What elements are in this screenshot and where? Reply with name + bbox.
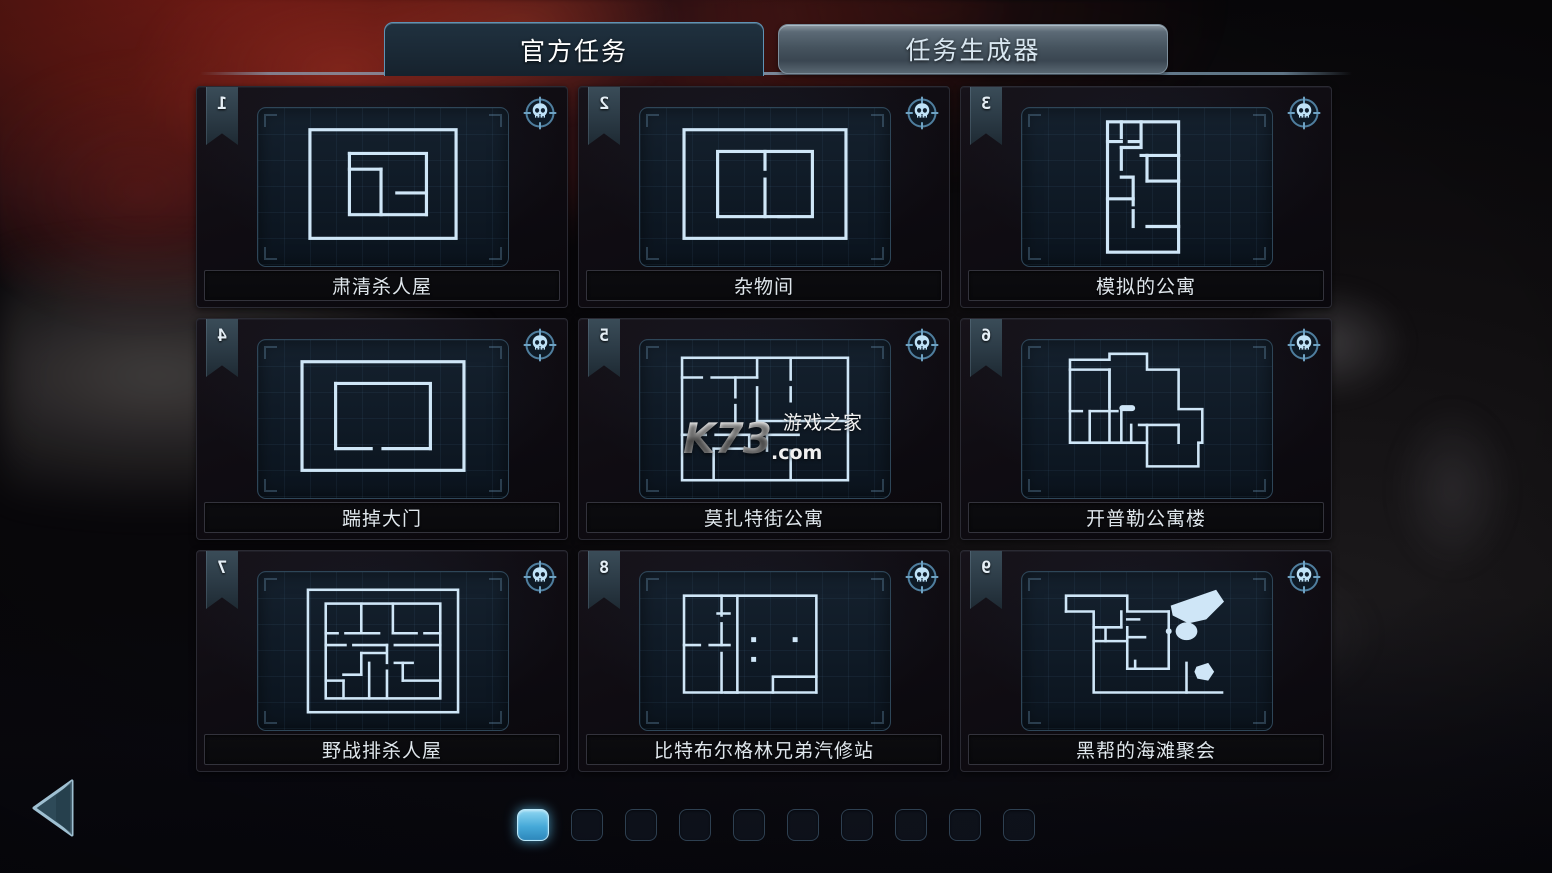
mission-number: 1 bbox=[217, 94, 228, 114]
skull-reticle-icon bbox=[1287, 560, 1321, 594]
mission-title: 黑帮的海滩聚会 bbox=[968, 734, 1324, 765]
thumbnail-grid-lines bbox=[258, 572, 508, 730]
skull-reticle-icon bbox=[1287, 96, 1321, 130]
mission-card-6[interactable]: 6 bbox=[960, 318, 1332, 540]
mission-number-badge: 8 bbox=[588, 551, 620, 609]
pagination-dot-8[interactable] bbox=[895, 809, 927, 841]
mission-thumbnail bbox=[639, 107, 891, 267]
pagination-dot-2[interactable] bbox=[571, 809, 603, 841]
skull-reticle-icon bbox=[523, 560, 557, 594]
skull-reticle-icon bbox=[905, 328, 939, 362]
tab-bar: 官方任务 任务生成器 bbox=[0, 16, 1552, 76]
pagination-dot-3[interactable] bbox=[625, 809, 657, 841]
pagination-dots bbox=[0, 809, 1552, 841]
mission-number: 7 bbox=[217, 558, 228, 578]
mission-card-5[interactable]: 5 bbox=[578, 318, 950, 540]
mission-number: 9 bbox=[981, 558, 992, 578]
mission-title: 杂物间 bbox=[586, 270, 942, 301]
mission-number-badge: 1 bbox=[206, 87, 238, 145]
skull-reticle-icon bbox=[1287, 328, 1321, 362]
mission-title: 肃清杀人屋 bbox=[204, 270, 560, 301]
mission-number-badge: 4 bbox=[206, 319, 238, 377]
mission-number-badge: 7 bbox=[206, 551, 238, 609]
mission-panel: 1 bbox=[196, 72, 1356, 782]
pagination-dot-7[interactable] bbox=[841, 809, 873, 841]
mission-number-badge: 2 bbox=[588, 87, 620, 145]
mission-number: 4 bbox=[217, 326, 228, 346]
mission-title: 踹掉大门 bbox=[204, 502, 560, 533]
thumbnail-grid-lines bbox=[1022, 108, 1272, 266]
mission-thumbnail bbox=[257, 107, 509, 267]
pagination-dot-4[interactable] bbox=[679, 809, 711, 841]
tab-official-missions[interactable]: 官方任务 bbox=[384, 22, 764, 76]
mission-number: 5 bbox=[599, 326, 610, 346]
tab-mission-generator[interactable]: 任务生成器 bbox=[778, 24, 1168, 74]
thumbnail-grid-lines bbox=[640, 572, 890, 730]
mission-grid: 1 bbox=[196, 86, 1356, 780]
tab-official-missions-label: 官方任务 bbox=[519, 37, 628, 66]
mission-card-9[interactable]: 9 bbox=[960, 550, 1332, 772]
mission-number-badge: 6 bbox=[970, 319, 1002, 377]
tab-mission-generator-label: 任务生成器 bbox=[905, 37, 1041, 65]
mission-number: 3 bbox=[981, 94, 992, 114]
mission-thumbnail bbox=[1021, 107, 1273, 267]
mission-card-7[interactable]: 7 bbox=[196, 550, 568, 772]
mission-number-badge: 3 bbox=[970, 87, 1002, 145]
mission-number: 2 bbox=[599, 94, 610, 114]
skull-reticle-icon bbox=[905, 96, 939, 130]
panel-top-edge bbox=[200, 72, 1352, 75]
mission-thumbnail bbox=[257, 571, 509, 731]
mission-title: 野战排杀人屋 bbox=[204, 734, 560, 765]
mission-thumbnail bbox=[639, 339, 891, 499]
back-button[interactable] bbox=[22, 775, 90, 841]
mission-title: 莫扎特街公寓 bbox=[586, 502, 942, 533]
thumbnail-grid-lines bbox=[1022, 572, 1272, 730]
mission-title: 模拟的公寓 bbox=[968, 270, 1324, 301]
mission-card-1[interactable]: 1 bbox=[196, 86, 568, 308]
mission-thumbnail bbox=[1021, 339, 1273, 499]
mission-number: 8 bbox=[599, 558, 610, 578]
pagination-dot-1[interactable] bbox=[517, 809, 549, 841]
mission-thumbnail bbox=[639, 571, 891, 731]
skull-reticle-icon bbox=[523, 96, 557, 130]
mission-card-4[interactable]: 4 bbox=[196, 318, 568, 540]
chevron-left-icon bbox=[32, 779, 74, 837]
mission-card-2[interactable]: 2 bbox=[578, 86, 950, 308]
mission-number: 6 bbox=[981, 326, 992, 346]
mission-number-badge: 5 bbox=[588, 319, 620, 377]
mission-card-8[interactable]: 8 bbox=[578, 550, 950, 772]
mission-title: 比特布尔格林兄弟汽修站 bbox=[586, 734, 942, 765]
pagination-dot-6[interactable] bbox=[787, 809, 819, 841]
mission-title: 开普勒公寓楼 bbox=[968, 502, 1324, 533]
mission-thumbnail bbox=[257, 339, 509, 499]
mission-thumbnail bbox=[1021, 571, 1273, 731]
pagination-dot-9[interactable] bbox=[949, 809, 981, 841]
mission-number-badge: 9 bbox=[970, 551, 1002, 609]
pagination-dot-10[interactable] bbox=[1003, 809, 1035, 841]
skull-reticle-icon bbox=[523, 328, 557, 362]
mission-card-3[interactable]: 3 bbox=[960, 86, 1332, 308]
pagination-dot-5[interactable] bbox=[733, 809, 765, 841]
skull-reticle-icon bbox=[905, 560, 939, 594]
